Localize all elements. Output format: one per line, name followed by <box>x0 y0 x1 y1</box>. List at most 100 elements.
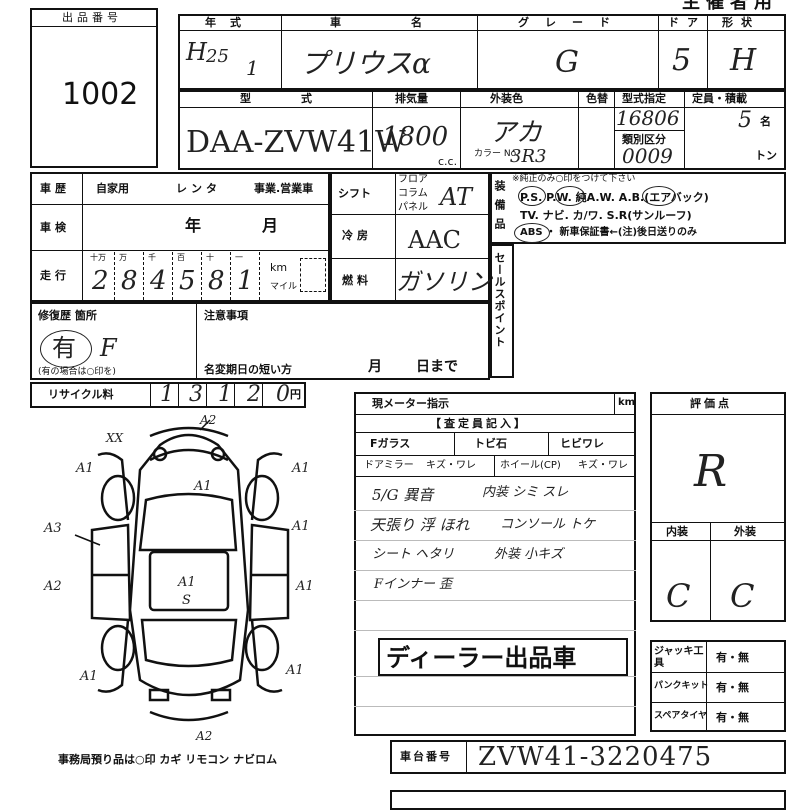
chassis-label: 車台番号 <box>400 750 452 763</box>
diagram-mark-right-side: A1 <box>292 519 310 534</box>
fuel-value: ガソリン <box>396 268 492 296</box>
label-color-change: 色替 <box>586 92 608 105</box>
mileage-mile: マイル <box>270 282 298 292</box>
value-cc: 1800 <box>382 122 449 152</box>
wheel-value: キズ・ワレ <box>578 460 628 471</box>
note-7: Fインナー 歪 <box>374 577 453 592</box>
label-car: 車名 <box>330 16 492 29</box>
shaken-month: 月 <box>262 216 279 235</box>
odometer-digit: 4 <box>150 266 167 296</box>
note-4: コンソール トケ <box>500 517 596 532</box>
caution-name-change: 名変期日の短い方 <box>204 363 292 376</box>
equipment-row2: TV. ナビ. カ/ワ. S.R(サンルーフ) <box>520 209 692 222</box>
equipment-row3: ABS ・ 新車保証書←(注)後日送りのみ <box>520 227 698 238</box>
note-3: 天張り 浮 ほれ <box>370 516 470 534</box>
equipment-row1: P.S. P.W. 純A.W. A.B.(エアバック) <box>520 191 709 204</box>
shift-box <box>330 172 490 302</box>
note-6: 外装 小キズ <box>494 547 564 562</box>
exterior-value: C <box>730 577 755 615</box>
label-type-class: 類別区分 <box>622 133 666 146</box>
ac-value: AAC <box>408 226 462 254</box>
hibi-label: ヒビワレ <box>560 437 604 450</box>
history-business: 事業.営業車 <box>254 182 314 195</box>
label-capacity: 定員・積載 <box>692 92 747 105</box>
score-label: 評価点 <box>690 397 732 410</box>
diagram-footer: 事務局預り品は○印 カギ リモコン ナビロム <box>58 753 278 766</box>
interior-value: C <box>666 577 691 615</box>
diagram-mark-roof-s: S <box>182 593 191 608</box>
model-box <box>178 90 786 170</box>
label-year: 年式 <box>205 16 255 29</box>
odometer-unit-label: 十 <box>206 253 214 262</box>
value-capacity: 5 <box>738 108 752 133</box>
label-shaken: 車検 <box>40 221 70 234</box>
label-fuel: 燃料 <box>342 274 372 287</box>
vehicle-info-box <box>178 14 786 90</box>
label-grade: グレード <box>518 16 626 29</box>
label-ac: 冷房 <box>342 229 372 242</box>
mirror-label: ドアミラー <box>364 460 414 471</box>
dealer-stamp: ディーラー出品車 <box>378 638 628 676</box>
recycle-unit: 円 <box>290 388 301 401</box>
spare-yes-no: 有・無 <box>716 711 749 724</box>
repair-note: (有の場合は○印を) <box>38 367 116 377</box>
lot-label: 出品番号 <box>62 11 122 24</box>
label-shift: シフト <box>338 187 371 200</box>
odometer-digit: 2 <box>92 266 109 296</box>
exterior-label: 外装 <box>734 525 756 538</box>
diagram-mark-roof: A1 <box>178 575 196 590</box>
odometer-digit: 8 <box>208 266 225 296</box>
odometer-unit-label: 百 <box>177 253 185 262</box>
jack-yes-no: 有・無 <box>716 651 749 664</box>
diagram-mark-left-rear: A2 <box>44 579 62 594</box>
label-recycle: リサイクル料 <box>48 388 114 401</box>
diagram-mark-right-front: A1 <box>292 461 310 476</box>
diagram-mark-left-quarter: A1 <box>80 669 98 684</box>
diagram-mark-hood: A1 <box>194 479 212 494</box>
shaken-year: 年 <box>185 216 202 235</box>
lot-box <box>30 8 158 168</box>
history-box <box>30 172 330 302</box>
value-era: H <box>186 38 207 66</box>
label-door: ドア <box>668 16 706 29</box>
label-ton-unit: トン <box>755 149 777 162</box>
value-model: DAA-ZVW41W <box>186 125 406 160</box>
shift-column: コラム <box>398 188 428 199</box>
mileage-unit-box <box>300 258 326 292</box>
tobi-label: トビ石 <box>474 437 507 450</box>
label-mileage: 走行 <box>40 269 70 282</box>
odometer-digit: 1 <box>237 266 254 296</box>
equipment-box <box>490 172 786 244</box>
puncture-yes-no: 有・無 <box>716 681 749 694</box>
label-equipment: 装備品 <box>493 180 506 237</box>
shift-panel: パネル <box>398 202 428 213</box>
odometer-digit: 8 <box>121 266 138 296</box>
recycle-box <box>30 382 306 408</box>
diagram-mark-rear-bumper: A2 <box>196 729 213 743</box>
history-rental: レンタ <box>176 182 221 195</box>
label-caution: 注意事項 <box>204 309 248 322</box>
diagram-mark-front-bumper: A2 <box>200 413 217 427</box>
repair-box <box>30 302 490 380</box>
value-year: 25 <box>206 46 229 67</box>
diagram-mark-left-front: A1 <box>76 461 94 476</box>
odometer-digit: 5 <box>179 266 196 296</box>
label-cc: 排気量 <box>395 92 428 105</box>
wheel-label: ホイール(CP) <box>500 460 561 471</box>
label-type-spec: 型式指定 <box>622 92 666 105</box>
history-private: 自家用 <box>96 182 129 195</box>
odometer-unit-label: 一 <box>235 253 243 262</box>
score-value: R <box>694 446 728 497</box>
diagram-mark-right-quarter: A1 <box>286 663 304 678</box>
sales-point-box <box>490 244 514 378</box>
sales-point-label: セールスポイント <box>493 252 506 348</box>
odometer-unit-label: 十万 <box>90 253 106 262</box>
value-type-spec: 16806 <box>616 106 680 130</box>
note-5: シート ヘタリ <box>372 547 455 562</box>
recycle-value: 13120 <box>160 382 305 407</box>
label-repair: 修復歴 箇所 <box>38 309 97 322</box>
value-type-class: 0009 <box>622 144 673 168</box>
